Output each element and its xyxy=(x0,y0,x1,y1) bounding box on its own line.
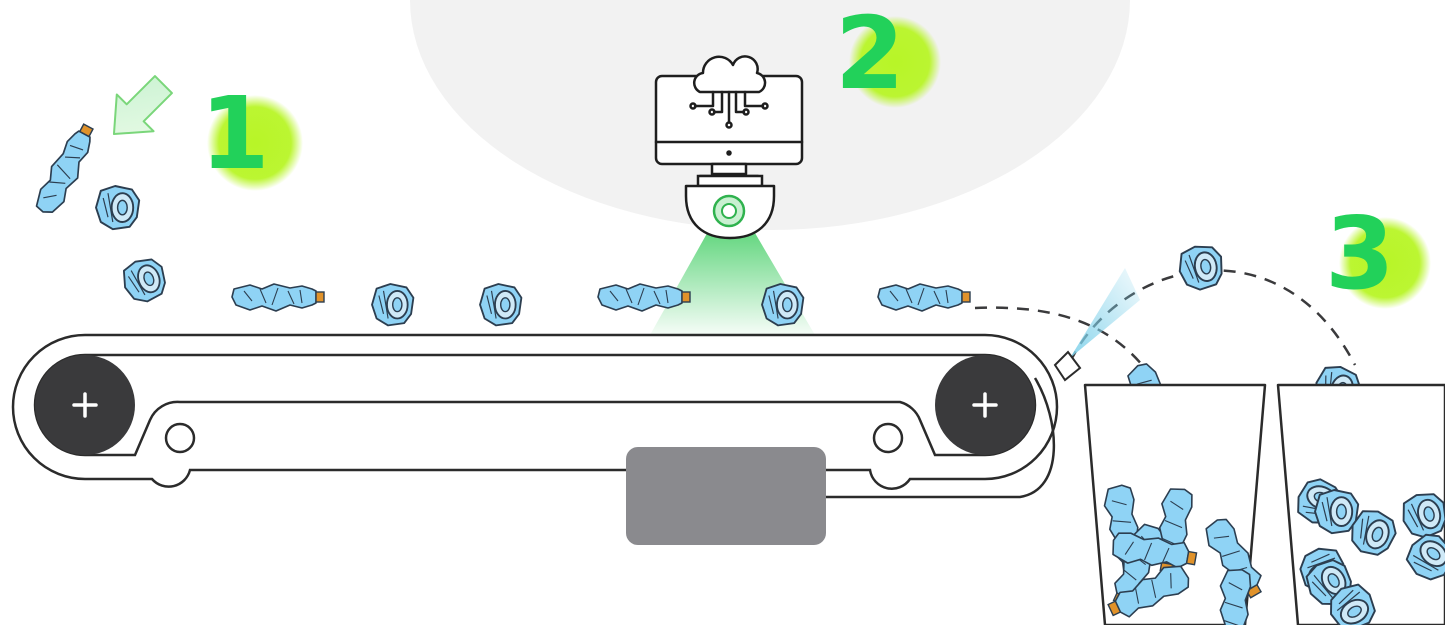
step-2-badge: 2 xyxy=(835,0,941,112)
step-2-number: 2 xyxy=(835,0,905,112)
idler-wheel-right xyxy=(872,422,904,454)
plastic-bin xyxy=(1083,383,1269,625)
idler-wheel-left xyxy=(164,422,196,454)
step-1-glow xyxy=(207,95,303,191)
step-1-badge: 1 xyxy=(200,75,303,192)
item-on-belt-can-4 xyxy=(761,283,805,327)
item-on-belt-bottle-3 xyxy=(877,283,971,312)
item-on-belt-can-3 xyxy=(479,283,523,327)
air-nozzle-icon xyxy=(1053,350,1082,382)
step-2-glow xyxy=(849,16,941,108)
plus-icon xyxy=(972,392,998,418)
step-3-glow xyxy=(1339,217,1431,309)
flying-can xyxy=(1175,241,1228,294)
step-3-badge: 3 xyxy=(1325,195,1431,312)
falling-can xyxy=(95,185,141,231)
air-jet xyxy=(1070,268,1140,358)
left-roller xyxy=(35,355,135,455)
control-box xyxy=(626,447,826,545)
conveyor-belt xyxy=(11,333,1059,499)
down-arrow-icon xyxy=(112,75,173,136)
metal-bin xyxy=(1276,383,1445,625)
item-on-belt-can-2 xyxy=(371,283,415,327)
item-on-belt-bottle-1 xyxy=(231,283,325,312)
step-3-number: 3 xyxy=(1325,195,1395,312)
cloud-computing-monitor-icon xyxy=(654,55,804,178)
item-on-belt-can-1 xyxy=(117,252,172,308)
camera-icon xyxy=(684,174,776,240)
right-roller xyxy=(935,355,1035,455)
plus-icon xyxy=(72,392,98,418)
falling-bottle xyxy=(30,119,103,220)
step-1-number: 1 xyxy=(200,75,270,192)
